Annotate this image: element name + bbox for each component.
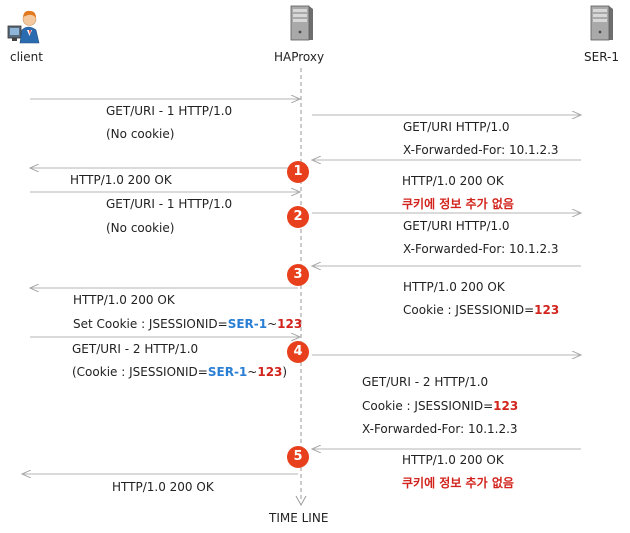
server-tower-icon	[590, 5, 613, 41]
msg-client-request-1-note: (No cookie)	[106, 127, 175, 141]
client-actor	[6, 4, 42, 44]
msg-client-response-2: HTTP/1.0 200 OK	[73, 293, 175, 307]
set-cookie-server: SER-1	[227, 317, 268, 331]
msg-server-response-2-cookie: Cookie : JSESSIONID=123	[403, 303, 559, 317]
req-cookie-suffix: )	[282, 365, 288, 379]
set-cookie-sep: ~	[267, 317, 278, 331]
msg-forward-request-3: GET/URI - 2 HTTP/1.0	[362, 375, 489, 389]
msg-client-request-3-cookie: (Cookie : JSESSIONID=SER-1~123)	[72, 365, 287, 379]
msg-client-response-1: HTTP/1.0 200 OK	[70, 173, 172, 187]
step-badge-2: 2	[287, 206, 309, 228]
req-cookie-value: 123	[257, 365, 283, 379]
msg-server-response-2: HTTP/1.0 200 OK	[403, 280, 505, 294]
msg-server-response-3: HTTP/1.0 200 OK	[402, 453, 504, 467]
msg-forward-request-1: GET/URI HTTP/1.0	[403, 120, 510, 134]
cookie-value: 123	[534, 303, 560, 317]
req-cookie-server: SER-1	[207, 365, 248, 379]
msg-forward-request-2-xff: X-Forwarded-For: 10.1.2.3	[403, 242, 559, 256]
haproxy-label: HAProxy	[274, 50, 325, 64]
msg-forward-request-2: GET/URI HTTP/1.0	[403, 219, 510, 233]
step-badge-3: 3	[287, 264, 309, 286]
step-badge-1: 1	[287, 161, 309, 183]
msg-forward-request-1-xff: X-Forwarded-For: 10.1.2.3	[403, 143, 559, 157]
msg-client-request-3: GET/URI - 2 HTTP/1.0	[72, 342, 199, 356]
client-label: client	[10, 50, 43, 64]
person-computer-icon	[7, 10, 40, 44]
req-cookie-prefix: (Cookie : JSESSIONID=	[72, 365, 208, 379]
msg-client-response-3: HTTP/1.0 200 OK	[112, 480, 214, 494]
msg-no-cookie-added-2: 쿠키에 정보 추가 없음	[402, 476, 514, 490]
set-cookie-prefix: Set Cookie : JSESSIONID=	[73, 317, 228, 331]
msg-forward-request-3-cookie: Cookie : JSESSIONID=123	[362, 399, 518, 413]
msg-no-cookie-added-1: 쿠키에 정보 추가 없음	[402, 197, 514, 211]
msg-set-cookie: Set Cookie : JSESSIONID=SER-1~123	[73, 317, 302, 331]
msg-forward-request-3-xff: X-Forwarded-For: 10.1.2.3	[362, 422, 518, 436]
fwd-cookie-prefix: Cookie : JSESSIONID=	[362, 399, 494, 413]
haproxy-actor	[285, 2, 315, 42]
step-badge-4: 4	[287, 341, 309, 363]
server-label: SER-1	[584, 50, 620, 64]
set-cookie-value: 123	[277, 317, 303, 331]
fwd-cookie-value: 123	[493, 399, 519, 413]
msg-client-request-1: GET/URI - 1 HTTP/1.0	[106, 104, 233, 118]
msg-client-request-2: GET/URI - 1 HTTP/1.0	[106, 197, 233, 211]
server-tower-icon	[290, 5, 313, 41]
cookie-prefix: Cookie : JSESSIONID=	[403, 303, 535, 317]
step-badge-5: 5	[287, 446, 309, 468]
msg-client-request-2-note: (No cookie)	[106, 221, 175, 235]
msg-server-response-1: HTTP/1.0 200 OK	[402, 174, 504, 188]
req-cookie-sep: ~	[247, 365, 258, 379]
server-actor	[585, 2, 615, 42]
timeline-label: TIME LINE	[269, 511, 329, 525]
